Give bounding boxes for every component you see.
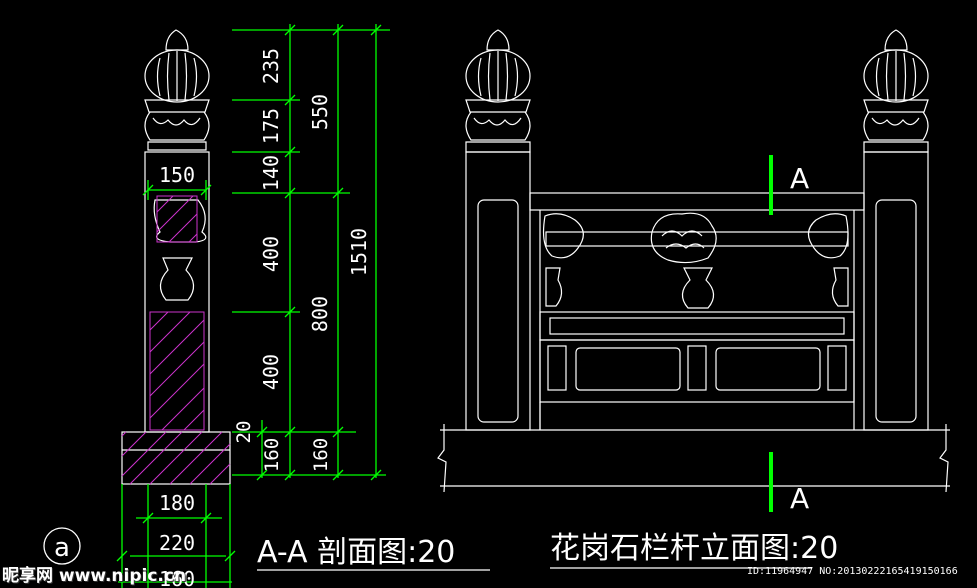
watermark-id: ID:11964947 NO:20130222165419150166: [747, 566, 958, 577]
dim-220: 220: [159, 531, 195, 555]
dim-160-right: 160: [310, 438, 332, 472]
elevation-title: 花岗石栏杆立面图:20: [550, 531, 838, 566]
cloud-right: [807, 213, 849, 259]
watermark-brand: 昵享网 www.nipic.cn: [2, 566, 187, 586]
dim-160-left: 160: [261, 438, 283, 472]
post-body-section: [144, 151, 210, 433]
dimension-lines: [116, 24, 390, 588]
dim-160-bottom: 160: [159, 567, 195, 588]
finial-left: [465, 29, 531, 153]
vase-center: [681, 267, 715, 309]
dim-150: 150: [159, 163, 195, 187]
elevation-view: [437, 29, 950, 493]
dim-800: 800: [308, 296, 332, 332]
dim-400-lower: 400: [259, 354, 283, 390]
dim-235: 235: [259, 48, 283, 84]
dim-550: 550: [308, 94, 332, 130]
finial-right: [863, 29, 929, 153]
section-hatch: [121, 195, 231, 485]
section-marker-a: a: [43, 527, 81, 565]
section-label-top: A: [790, 162, 809, 195]
lower-panel: [539, 339, 855, 403]
svg-text:a: a: [54, 533, 70, 563]
base-section: [121, 431, 231, 485]
vase-section: [159, 257, 195, 301]
post-right-panel: [875, 199, 917, 423]
dim-400-upper: 400: [259, 236, 283, 272]
section-label-bottom: A: [790, 482, 809, 515]
cloud-left: [542, 213, 584, 259]
dim-20: 20: [233, 421, 255, 444]
section-view: [121, 29, 231, 485]
dim-1510: 1510: [347, 228, 371, 276]
post-left-panel: [477, 199, 519, 423]
dim-140: 140: [259, 155, 283, 191]
finial-left-section: [144, 29, 210, 151]
post-left: [465, 151, 531, 431]
post-right: [863, 151, 929, 431]
dim-180: 180: [159, 491, 195, 515]
cloud-center: [650, 212, 717, 264]
middle-rail: [539, 311, 855, 341]
top-rail: [529, 192, 865, 211]
dim-175: 175: [259, 108, 283, 144]
cloud-carving: [153, 199, 207, 243]
section-title: A-A 剖面图:20: [257, 535, 455, 570]
